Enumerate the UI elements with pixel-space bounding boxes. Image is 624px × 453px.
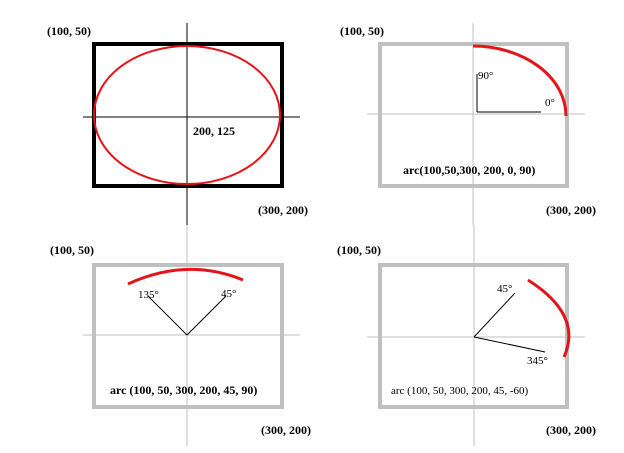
arc-curve bbox=[127, 268, 244, 286]
angle-label-90: 90° bbox=[478, 70, 493, 82]
arc-caption: arc (100, 50, 300, 200, 45, 90) bbox=[110, 383, 257, 397]
angle-line-45 bbox=[186, 295, 227, 336]
panel-arc-45-neg60: 45° 345° arc (100, 50, 300, 200, 45, -60… bbox=[337, 225, 596, 446]
angle-label-45: 45° bbox=[221, 288, 236, 300]
corner-label-bottom-right: (300, 200) bbox=[261, 423, 311, 437]
bounding-rectangle bbox=[378, 263, 569, 409]
angle-label-0: 0° bbox=[545, 97, 555, 109]
panel-ellipse: (100, 50) (300, 200) 200, 125 bbox=[47, 23, 308, 225]
corner-label-bottom-right: (300, 200) bbox=[546, 423, 596, 437]
angle-label-45: 45° bbox=[497, 283, 512, 295]
corner-label-bottom-right: (300, 200) bbox=[546, 203, 596, 217]
angle-label-135: 135° bbox=[138, 289, 159, 301]
angle-label-345: 345° bbox=[527, 355, 548, 367]
corner-label-top-left: (100, 50) bbox=[47, 24, 91, 38]
center-label: 200, 125 bbox=[193, 124, 235, 138]
corner-label-bottom-right: (300, 200) bbox=[258, 203, 308, 217]
ellipse-curve bbox=[93, 45, 281, 185]
bounding-rectangle bbox=[92, 263, 284, 409]
arc-caption: arc(100,50,300, 200, 0, 90) bbox=[403, 163, 535, 177]
angle-line-345 bbox=[473, 336, 546, 353]
arc-caption: arc (100, 50, 300, 200, 45, -60) bbox=[391, 385, 529, 397]
angle-line-45 bbox=[473, 292, 516, 338]
arc-curve bbox=[472, 44, 568, 117]
panel-arc-0-90: 90° 0° arc(100,50,300, 200, 0, 90) (100,… bbox=[340, 23, 596, 225]
corner-label-top-left: (100, 50) bbox=[50, 243, 94, 257]
angle-line-135 bbox=[147, 295, 188, 336]
corner-label-top-left: (100, 50) bbox=[340, 24, 384, 38]
corner-label-top-left: (100, 50) bbox=[337, 243, 381, 257]
arc-curve bbox=[527, 278, 571, 358]
panel-arc-45-90: 135° 45° arc (100, 50, 300, 200, 45, 90)… bbox=[50, 225, 311, 446]
